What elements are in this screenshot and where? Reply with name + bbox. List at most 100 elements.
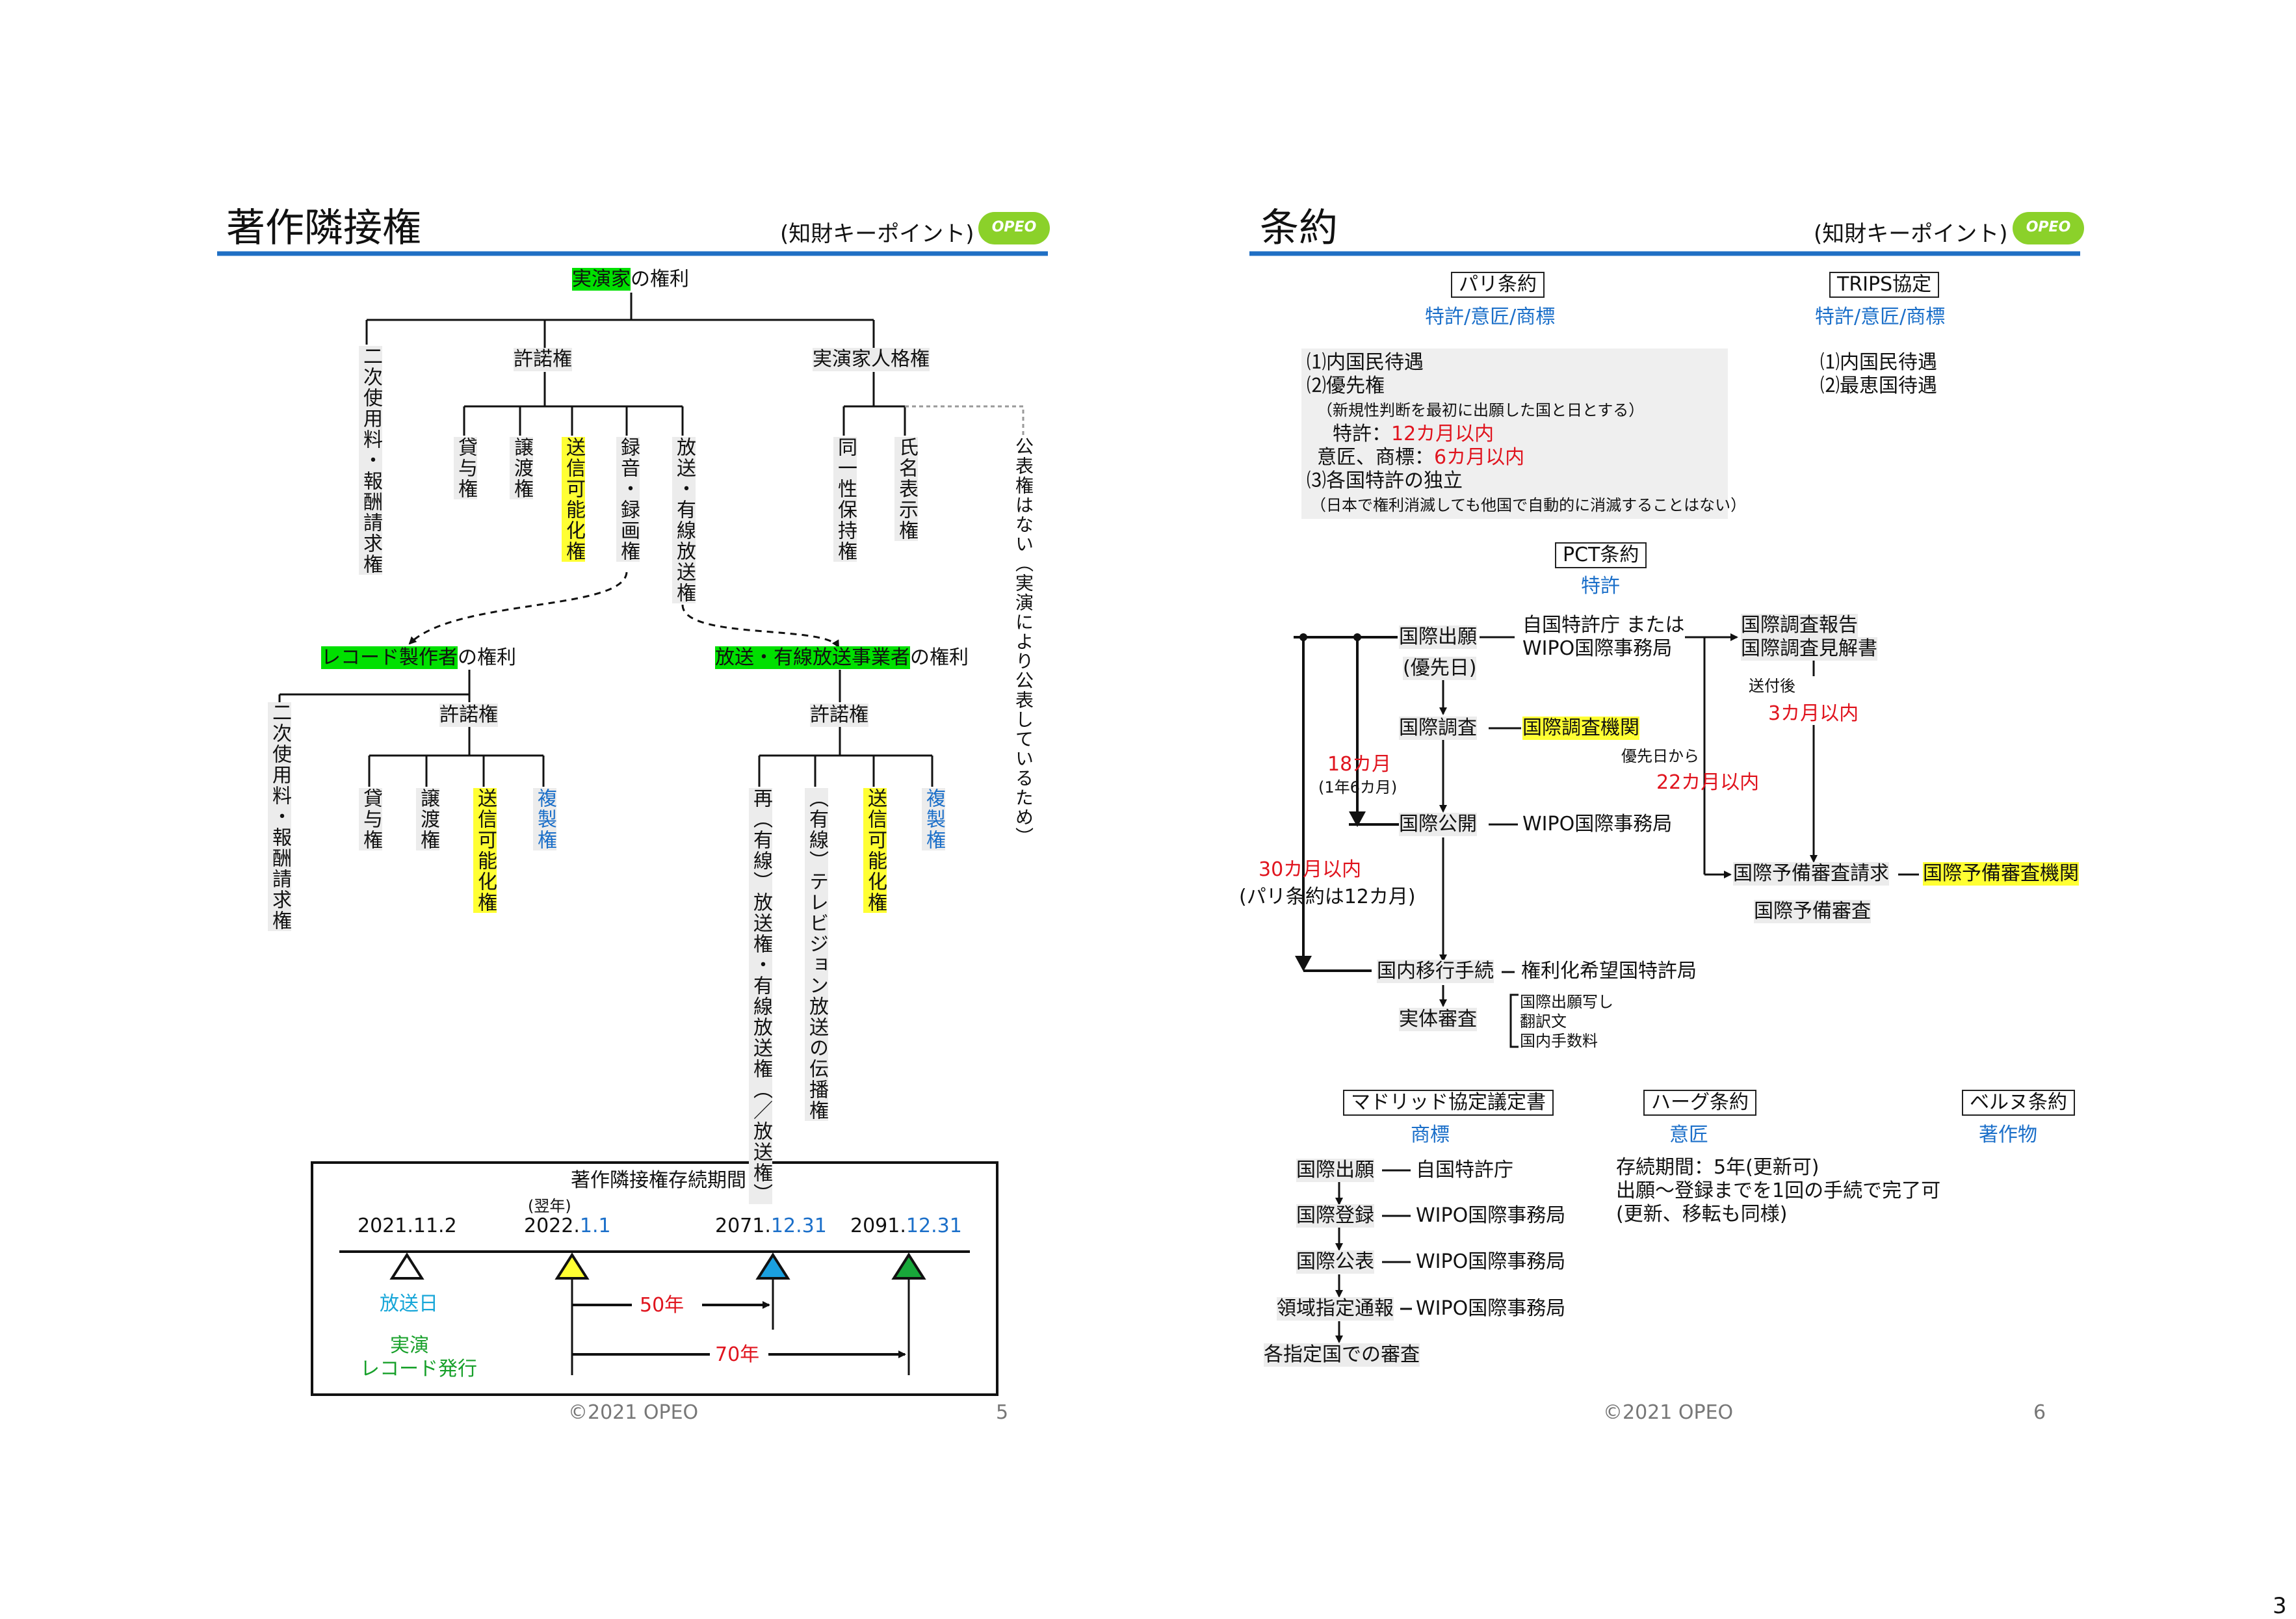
broadcast-day-label: 放送日: [380, 1293, 438, 1315]
paris-convention-label: パリ条約: [1451, 272, 1545, 298]
paris-item: ⑴内国民待遇: [1307, 351, 1424, 374]
record-secondary-use-node: 二次使用料・報酬請求権: [268, 702, 291, 931]
paris-scope: 特許/意匠/商標: [1425, 306, 1556, 328]
pct-priority-date: (優先日): [1403, 657, 1477, 680]
hague-agreement-label: ハーグ条約: [1643, 1090, 1756, 1116]
pct-intl-search: 国際調査: [1399, 717, 1477, 740]
berne-scope: 著作物: [1979, 1124, 2037, 1146]
madrid-step-office: WIPO国際事務局: [1416, 1297, 1566, 1320]
pct-doc-item: 翻訳文: [1520, 1012, 1567, 1031]
license-rights-node: 許諾権: [514, 348, 572, 371]
timeline-date: 2022.1.1: [524, 1215, 611, 1237]
trips-item: ⑴内国民待遇: [1820, 351, 1937, 374]
license-item: 放送・有線放送権: [672, 437, 696, 603]
page-title: 著作隣接権: [226, 205, 421, 251]
copyright: ©2021 OPEO: [1603, 1401, 1734, 1424]
pct-national-phase: 国内移行手続: [1377, 960, 1494, 983]
record-producer-rights-node: レコード製作者の権利: [321, 646, 516, 669]
broadcast-license-item: 送信可能化権: [863, 788, 887, 913]
paris-item: ⑵優先権: [1307, 375, 1385, 397]
pct-receiving-office: 自国特許庁 または: [1522, 614, 1685, 637]
pct-treaty-label: PCT条約: [1555, 542, 1647, 568]
hague-detail: (更新、移転も同様): [1616, 1203, 1788, 1226]
secondary-use-fee-node: 二次使用料・報酬請求権: [359, 346, 382, 575]
hague-scope: 意匠: [1669, 1124, 1708, 1146]
pct-from-priority: 優先日から: [1621, 747, 1699, 765]
paris-item: ⑶各国特許の独立: [1307, 469, 1463, 492]
broadcast-license-item: （有線）テレビジョン放送の伝播権: [805, 788, 828, 1121]
corner-page-number: 3: [2273, 1593, 2287, 1619]
paris-note: （新規性判断を最初に出願した国と日とする）: [1317, 401, 1645, 419]
performance-label: 実演: [390, 1334, 429, 1357]
timeline-date: 2091.12.31: [850, 1215, 962, 1237]
hague-detail: 存続期間：5年(更新可): [1616, 1156, 1820, 1179]
pct-doc-item: 国際出願写し: [1520, 993, 1613, 1011]
pct-national-office: 権利化希望国特許局: [1521, 960, 1697, 982]
opeo-logo: OPEO: [2013, 212, 2084, 244]
hague-detail: 出願～登録までを1回の手続で完了可: [1616, 1179, 1941, 1202]
license-item: 貸与権: [454, 437, 477, 499]
duration-70-label: 70年: [715, 1343, 760, 1366]
broadcaster-rights-node: 放送・有線放送事業者の権利: [715, 646, 969, 669]
pct-18-month: 18カ月: [1327, 753, 1392, 776]
madrid-step: 各指定国での審査: [1264, 1343, 1420, 1367]
madrid-step: 国際登録: [1296, 1204, 1374, 1228]
pct-22-month: 22カ月以内: [1656, 771, 1760, 794]
record-release-label: レコード発行: [360, 1358, 477, 1380]
page-number: 5: [996, 1401, 1009, 1424]
madrid-step: 国際出願: [1296, 1159, 1374, 1182]
moral-item: 氏名表示権: [894, 437, 918, 541]
paris-note: （日本で権利消滅しても他国で自動的に消滅することはない）: [1311, 496, 1747, 514]
broadcast-license-item: 複製権: [922, 788, 945, 850]
pct-30-month: 30カ月以内: [1259, 858, 1362, 881]
pct-publication-office: WIPO国際事務局: [1522, 813, 1673, 836]
madrid-protocol-label: マドリッド協定議定書: [1343, 1090, 1554, 1116]
copyright: ©2021 OPEO: [568, 1401, 699, 1424]
pct-30-month-note: (パリ条約は12カ月): [1239, 886, 1416, 908]
timeline-next-year: (翌年): [528, 1197, 571, 1215]
trips-item: ⑵最恵国待遇: [1820, 375, 1937, 397]
record-license-item: 譲渡権: [416, 788, 439, 850]
pct-18-month-note: (1年6カ月): [1318, 778, 1398, 796]
performer-rights-node: 実演家の権利: [572, 268, 689, 291]
broadcast-license-item: 再（有線）放送権・有線放送権（／放送権）: [749, 788, 772, 1204]
pct-doc-item: 国内手数料: [1520, 1032, 1598, 1050]
duration-50-label: 50年: [640, 1294, 685, 1317]
madrid-step-office: WIPO国際事務局: [1416, 1250, 1566, 1273]
madrid-step-office: 自国特許庁: [1416, 1159, 1513, 1181]
pct-search-opinion: 国際調査見解書: [1741, 637, 1877, 661]
page-subtitle: (知財キーポイント): [1814, 221, 2008, 247]
pct-intl-application: 国際出願: [1399, 625, 1477, 649]
pct-intl-publication: 国際公開: [1399, 813, 1477, 836]
madrid-step: 領域指定通報: [1277, 1297, 1394, 1321]
madrid-step: 国際公表: [1296, 1250, 1374, 1274]
record-license-node: 許諾権: [439, 704, 498, 727]
timeline-date: 2021.11.2: [358, 1215, 457, 1237]
broadcaster-license-node: 許諾権: [810, 704, 868, 727]
record-license-item: 貸与権: [359, 788, 382, 850]
madrid-step-office: WIPO国際事務局: [1416, 1204, 1566, 1227]
page-subtitle: (知財キーポイント): [780, 221, 974, 247]
timeline-title: 著作隣接権存続期間: [571, 1169, 746, 1192]
pct-prelim-exam-request: 国際予備審査請求: [1733, 862, 1889, 886]
license-item: 譲渡権: [510, 437, 533, 499]
license-item: 録音・録画権: [616, 437, 640, 562]
pct-search-report: 国際調査報告: [1741, 614, 1858, 637]
pct-3-month: 3カ月以内: [1768, 702, 1859, 725]
page-title: 条約: [1260, 205, 1338, 251]
pct-after-send: 送付後: [1749, 677, 1795, 695]
pct-prelim-exam-authority: 国際予備審査機関: [1923, 862, 2079, 886]
berne-convention-label: ベルヌ条約: [1962, 1090, 2075, 1116]
no-publicity-note: 公表権はない（実演により公表しているため）: [1013, 437, 1034, 847]
paris-design-period: 意匠、商標：6カ月以内: [1317, 446, 1525, 469]
record-license-item: 複製権: [533, 788, 556, 850]
paris-details-panel: [1301, 349, 1728, 519]
pct-scope: 特許: [1581, 575, 1620, 598]
paris-patent-period: 特許：12カ月以内: [1333, 423, 1494, 445]
page-number: 6: [2033, 1401, 2046, 1424]
madrid-scope: 商標: [1411, 1124, 1450, 1146]
pct-receiving-office: WIPO国際事務局: [1522, 637, 1673, 660]
timeline-date: 2071.12.31: [715, 1215, 827, 1237]
pct-prelim-exam: 国際予備審査: [1754, 900, 1871, 923]
